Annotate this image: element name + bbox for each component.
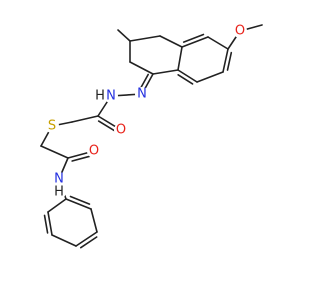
double-bond-ph2-ph3 [47,211,53,236]
atom-label-background [93,89,107,103]
atom-o-methoxy: O [233,24,247,39]
single-bond-CH2b2-Cc2 [40,145,69,159]
atom-label-h: H [54,185,64,200]
single-bond-CH2a-CHm [129,35,161,42]
atom-label-background [45,119,59,133]
atom-label-n: N [137,87,147,102]
double-bond-ph6-ph1-inner [69,195,91,205]
single-bond-CHm-Me2 [117,29,131,42]
double-bond-ph4-ph5 [75,231,98,247]
double-bond-ph6-ph1 [65,198,92,210]
atom-label-o: O [116,123,126,138]
atom-h-hydrazide: H [93,89,107,104]
double-bond-Ca-Oc1-inner [97,120,117,133]
double-bond-ar5-ar6-inner [177,74,194,85]
atom-o-amide-carbonyl: O [87,144,101,159]
double-bond-ar1-ar2-inner [182,33,205,43]
atom-label-background [233,24,247,38]
single-bond-Ca-CH2s [71,115,99,123]
single-bond-ph1-ph2 [47,198,67,213]
atom-label-background [87,144,101,158]
atom-n-imine: N [135,87,149,102]
single-bond-ar1-CH2a [159,35,183,48]
atom-label-background [52,172,66,186]
single-bond-ar2-ar3 [207,36,229,50]
atom-h-amide: H [52,185,66,200]
double-bond-Cc2-Oc2-inner [71,154,93,162]
atom-label-o: O [89,144,99,159]
single-bond-C1-ar6 [152,69,179,75]
single-bond-ar4-ar5 [196,71,224,83]
atom-s-thioether: S [45,119,59,134]
single-bond-ph3-ph4 [51,234,77,247]
atom-n-amide: N [52,172,66,187]
double-bond-ar3-ar4 [222,48,229,73]
atom-label-n: N [54,172,64,187]
atom-label-background [104,89,118,103]
atom-n-hydrazide: N [104,89,118,104]
atom-label-background [114,123,128,137]
atom-label-h: H [95,89,105,104]
double-bond-ph4-ph5-inner [79,236,98,249]
single-bond-CH2b-C1 [129,61,154,75]
single-bond-ar6-ar1 [177,46,183,71]
double-bond-ar1-ar2 [181,36,209,48]
double-bond-ph2-ph3-inner [43,214,49,234]
atom-label-background [52,185,66,199]
bond-layer [40,24,263,249]
atom-o-hydrazide-carbonyl: O [114,123,128,138]
atom-label-o: O [235,24,245,39]
double-bond-ar5-ar6 [177,69,198,83]
atom-label-n: N [106,89,116,104]
atom-label-background [135,87,149,101]
double-bond-ar3-ar4-inner [226,51,233,71]
single-bond-ph5-ph6 [90,208,98,233]
atom-label-s: S [48,119,56,134]
